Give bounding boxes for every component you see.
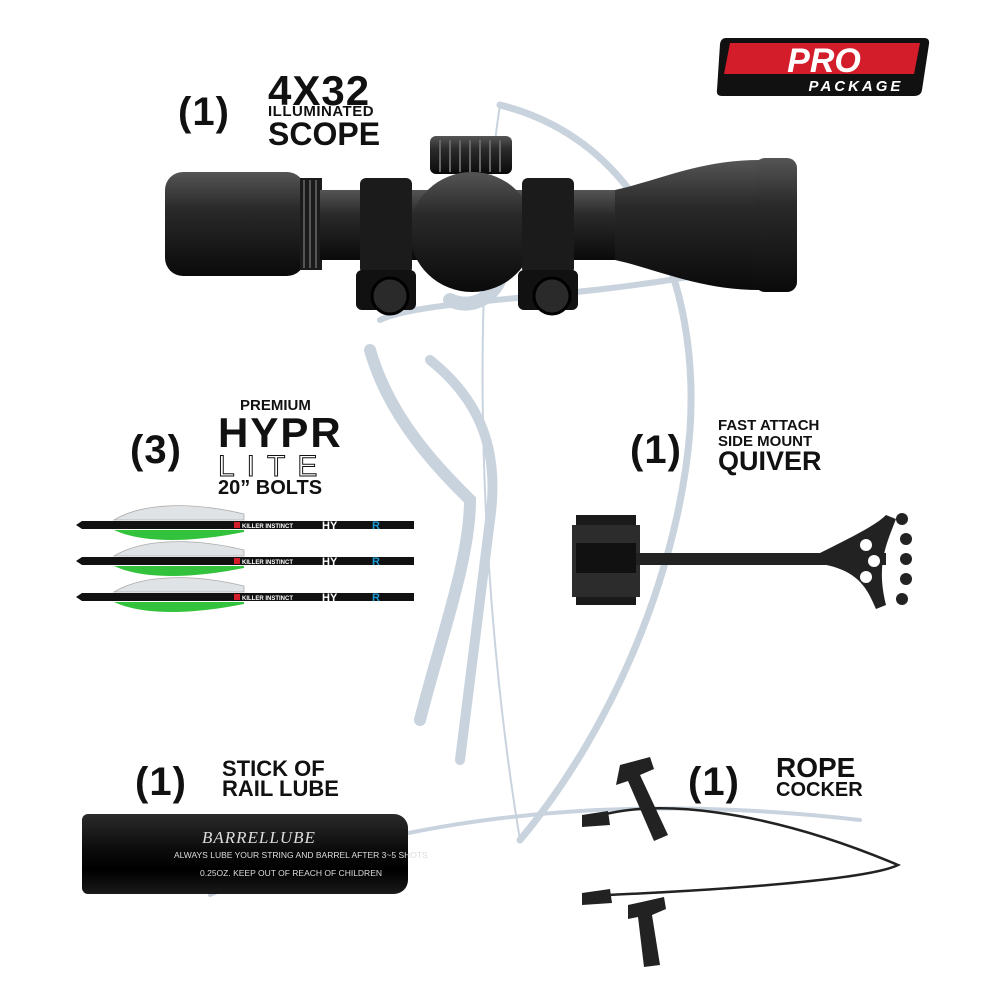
bolts-image: KILLER INSTINCT HY R [75,505,415,613]
rail-lube-stick: BARRELLUBE ALWAYS LUBE YOUR STRING AND B… [82,814,428,894]
rope-cocker-image [582,757,901,967]
badge-line2: PACKAGE [809,78,904,95]
lube-label-line2: RAIL LUBE [222,776,339,801]
scope-quantity: (1) [178,90,230,134]
bolt-shaft-text: KILLER INSTINCT [242,524,293,530]
badge-line1: PRO [787,42,861,80]
lube-note-1: ALWAYS LUBE YOUR STRING AND BARREL AFTER… [174,850,428,860]
cocker-label-line1: ROPE [776,752,856,783]
cocker-quantity: (1) [688,760,740,804]
scope-label-line3: SCOPE [268,116,381,152]
scope-image [165,136,797,316]
lube-label-line1: STICK OF [222,756,325,781]
quiver-image [572,513,912,609]
pro-package-badge: PRO PACKAGE [716,38,930,96]
quiver-label-line3: QUIVER [718,446,822,476]
bolt: KILLER INSTINCT HY R [76,505,414,540]
bolts-label-line1: PREMIUM [240,397,311,414]
quiver-label-line2: SIDE MOUNT [718,433,813,450]
bolts-label-line2: HYPR [218,409,343,456]
svg-text:R: R [372,520,380,532]
scope-label-line1: 4x32 [268,67,371,114]
cocker-label-line2: COCKER [776,779,863,801]
svg-text:HY: HY [322,520,338,532]
lube-brand: BARRELLUBE [202,828,316,847]
bolts-quantity: (3) [130,428,182,472]
quiver-label-line1: FAST ATTACH [718,417,820,434]
quiver-quantity: (1) [630,428,682,472]
lube-note-2: 0.25OZ. KEEP OUT OF REACH OF CHILDREN [200,868,383,878]
scope-label-line2: ILLUMINATED [268,103,375,120]
bolts-label-line4: 20” BOLTS [218,477,323,499]
lube-quantity: (1) [135,760,187,804]
bolts-label-line3: LITE [217,450,330,483]
